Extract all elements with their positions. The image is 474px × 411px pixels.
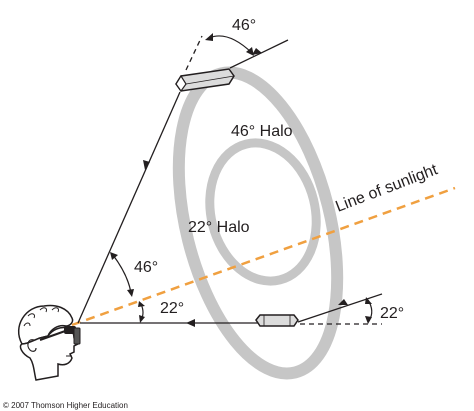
- angle-arc-46-eye: [112, 254, 132, 294]
- copyright-text: © 2007 Thomson Higher Education: [3, 401, 128, 410]
- angle-arc-22-eye-start-arrow-icon: [138, 301, 145, 307]
- halo-22-label: 22° Halo: [188, 219, 250, 236]
- ice-crystal-bottom: [255, 314, 299, 327]
- angle-arc-46-top: [208, 35, 253, 54]
- sunlight-line: [71, 186, 456, 327]
- incoming-ray-top-arrow-icon: [252, 48, 262, 55]
- ice-crystal-top: [175, 68, 235, 93]
- angle-arc-22-right-start-arrow-icon: [365, 297, 372, 304]
- incoming-ray-bottom: [297, 293, 383, 323]
- angle-arc-22-eye-end-arrow-icon: [139, 315, 145, 323]
- ray-46-arrow-icon: [143, 160, 150, 170]
- dashed-extension-top: [185, 35, 203, 71]
- halo-46-label: 46° Halo: [231, 123, 293, 140]
- angle-46-top-label: 46°: [232, 17, 256, 34]
- angle-arc-46-top-start-arrow-icon: [205, 33, 213, 41]
- incoming-ray-top: [229, 39, 289, 69]
- ray-46-to-eye: [77, 91, 181, 324]
- angle-arc-46-top-end-arrow-icon: [246, 47, 254, 56]
- angle-46-eye-label: 46°: [134, 259, 158, 276]
- angle-arc-22-right-end-arrow-icon: [365, 316, 372, 324]
- angle-arc-46-eye-end-arrow-icon: [127, 289, 134, 297]
- observer-head-icon: [17, 304, 81, 381]
- halo-46-ring: [172, 66, 344, 380]
- ray-22-arrow-icon: [186, 319, 195, 327]
- angle-arc-46-eye-start-arrow-icon: [110, 252, 118, 260]
- angle-22-right-label: 22°: [380, 305, 404, 322]
- halo-22-ring: [205, 138, 321, 286]
- incoming-ray-bottom-arrow-icon: [338, 299, 348, 305]
- angle-22-eye-label: 22°: [160, 300, 184, 317]
- sunlight-label: Line of sunlight: [333, 161, 440, 216]
